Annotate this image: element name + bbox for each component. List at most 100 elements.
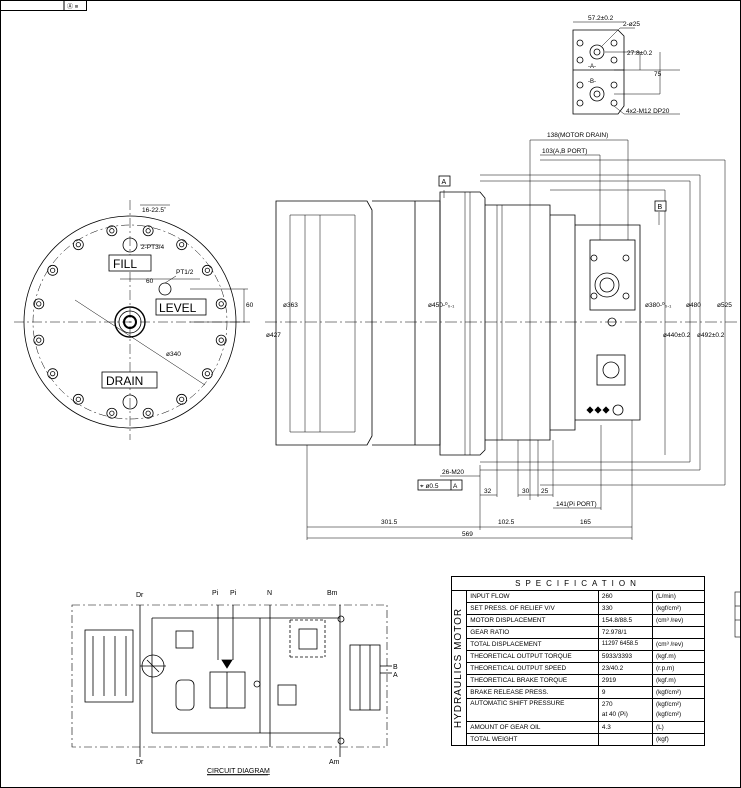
spec-value: 5933/3393 (597, 650, 653, 663)
bolt-hole-inner (50, 371, 56, 377)
circuit-pi-1: Pi (212, 590, 219, 597)
pitch-diameter: ø340 (166, 351, 181, 358)
spec-value: 4.3 (597, 721, 653, 734)
fill-label-box (108, 254, 152, 272)
bolt-hole-inner (75, 242, 81, 248)
spec-unit: (kgf/cm²) (651, 686, 706, 699)
port-label-a: -A- (588, 64, 596, 70)
bolt-hole-inner (75, 396, 81, 402)
bolt-hole-inner (36, 337, 42, 343)
spec-side-label: HYDRAULICS MOTOR (453, 607, 465, 729)
datum-a: A (442, 179, 447, 186)
spec-unit: (kgf.m) (651, 650, 706, 663)
bolt-hole (47, 368, 59, 380)
dia-480: ø480 (686, 302, 701, 309)
spec-item: MOTOR DISPLACEMENT (466, 614, 599, 627)
bolt-hole (142, 225, 154, 237)
bolt-hole (72, 239, 84, 251)
spec-shift-unit-2: (kgf/cm²) (655, 711, 682, 718)
dia-492: ø492±0.2 (697, 332, 725, 339)
spec-unit: (cm³ /rev) (651, 638, 706, 651)
bolt-hole-inner (36, 301, 42, 307)
bolt-hole (215, 298, 227, 310)
circuit-port-a: A (393, 672, 398, 679)
spec-item: AMOUNT OF GEAR OIL (466, 721, 599, 734)
level-label-box (155, 298, 207, 316)
spec-side-cell: HYDRAULICS MOTOR (450, 590, 468, 746)
circuit-caption: CIRCUIT DIAGRAM (207, 768, 270, 775)
spec-item: THEORETICAL BRAKE TORQUE (466, 674, 599, 687)
ab-port-dim: 103(A,B PORT) (542, 148, 587, 155)
position-tolerance-frame (417, 479, 463, 491)
bolt-hole (33, 298, 45, 310)
spec-unit: (r.p.m) (651, 662, 706, 675)
spec-unit: (L/min) (651, 590, 706, 603)
level-label: LEVEL (159, 301, 197, 315)
bolt-hole-inner (109, 228, 115, 234)
spec-value: 154.8/88.5 (597, 614, 653, 627)
spec-shift-unit-1: (kgf/cm²) (655, 701, 682, 708)
spec-item: TOTAL DISPLACEMENT (466, 638, 599, 651)
bolt-hole-inner (145, 410, 151, 416)
port-offset-dim: 27.8±0.2 (627, 50, 653, 57)
bolt-hole (201, 264, 213, 276)
bolt-hole (176, 239, 188, 251)
bolt-hole (201, 368, 213, 380)
spec-unit: (kgf/cm²) (651, 602, 706, 615)
title-block: Ⓐ ≡ (0, 0, 87, 11)
spec-item: SET PRESS. OF RELIEF V/V (466, 602, 599, 615)
cropped-edge-frame (734, 591, 741, 638)
dim-25: 25 (541, 488, 549, 495)
datum-a-box (438, 175, 451, 187)
bolt-hole (72, 393, 84, 405)
datum-b: B (658, 204, 663, 211)
circuit-am: Am (329, 759, 340, 766)
spec-row: BRAKE RELEASE PRESS.9(kgf/cm²) (452, 686, 706, 699)
circuit-n: N (267, 590, 272, 597)
spec-heading: SPECIFICATION (451, 576, 705, 591)
circuit-dr-bottom: Dr (136, 759, 144, 766)
spec-shift-value-1: 270 (601, 701, 613, 708)
spec-value: 11297 6458.5 (597, 638, 653, 651)
bolt-hole-inner (204, 267, 210, 273)
spec-item: THEORETICAL OUTPUT TORQUE (466, 650, 599, 663)
circuit-diagram (71, 604, 392, 757)
spec-unit: (kgf.m) (651, 674, 706, 687)
bolt-hole-inner (50, 267, 56, 273)
spec-value (597, 733, 653, 746)
dia-450: ø450-⁰₀.₁ (428, 301, 455, 309)
spec-value: 23/40.2 (597, 662, 653, 675)
bolt-hole (176, 393, 188, 405)
spec-unit (651, 626, 706, 639)
side-view (265, 139, 741, 540)
fill-port-note: 2-PT3/4 (141, 244, 165, 251)
spec-shift-value-2: at 40 (Pi) (601, 711, 628, 718)
bolt-hole (33, 334, 45, 346)
spec-value: 9 (597, 686, 653, 699)
spec-row: TOTAL WEIGHT(kgf) (452, 733, 706, 746)
circuit-port-b: B (393, 664, 398, 671)
title-block-mark: Ⓐ ≡ (67, 3, 79, 11)
bolt-hole (215, 334, 227, 346)
position-datum: A (453, 483, 458, 490)
drain-label: DRAIN (106, 374, 143, 388)
spec-item: BRAKE RELEASE PRESS. (466, 686, 599, 699)
port-holes-note: 2-ø25 (623, 21, 640, 28)
bolt-hole-inner (109, 410, 115, 416)
spec-item: THEORETICAL OUTPUT SPEED (466, 662, 599, 675)
dia-363: ø363 (283, 302, 298, 309)
position-tolerance: ⌖ ø0.5 (420, 483, 439, 490)
bolt-hole-inner (204, 371, 210, 377)
drain-label-box (101, 371, 158, 389)
fill-label: FILL (113, 257, 137, 271)
spec-item: AUTOMATIC SHIFT PRESSURE (466, 698, 599, 722)
